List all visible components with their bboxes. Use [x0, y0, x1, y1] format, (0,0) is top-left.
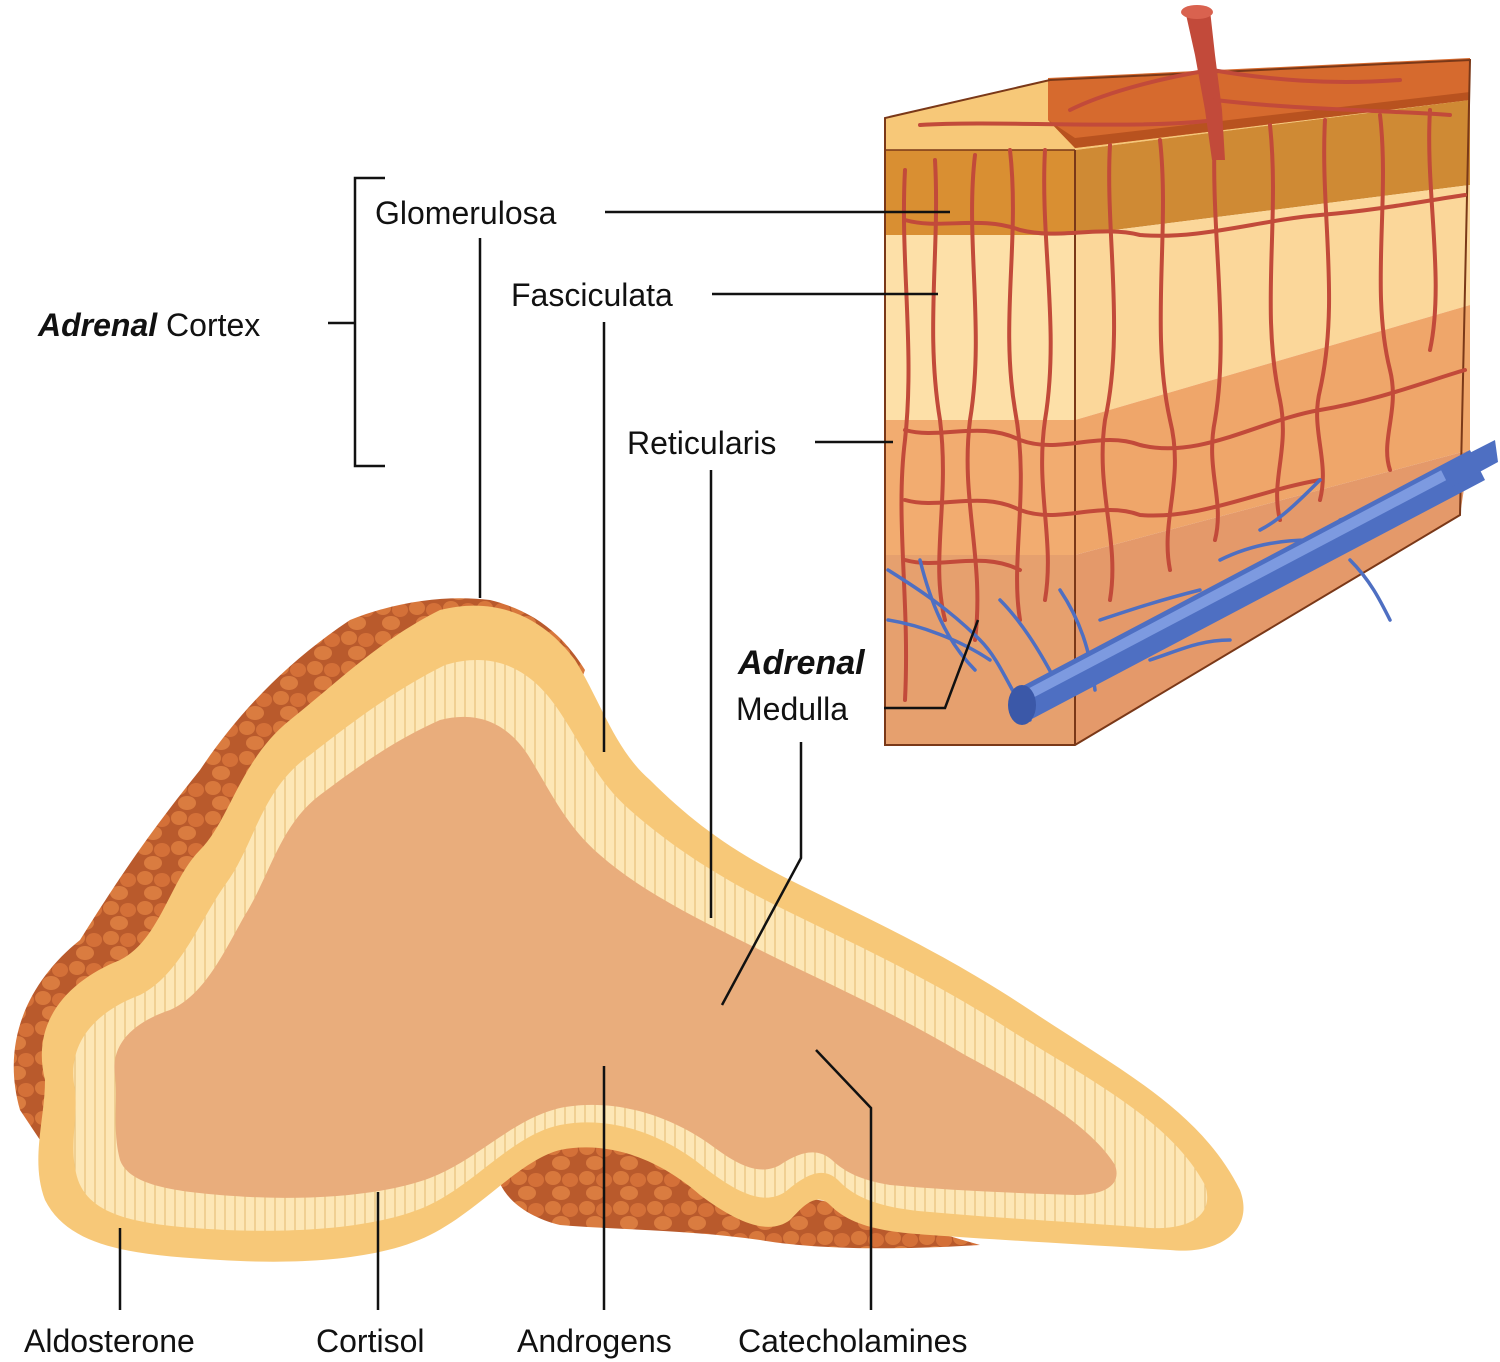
- block-zone-fasciculata: [885, 235, 1075, 420]
- gland-cross-section: [13, 598, 1244, 1262]
- reticularis-label: Reticularis: [627, 425, 777, 461]
- adrenal-cortex-label: Adrenal Cortex: [38, 309, 260, 341]
- gland-medulla: [114, 716, 1117, 1198]
- leader-catecholamines: [815, 1049, 873, 1310]
- catecholamines-label: Catecholamines: [738, 1323, 968, 1359]
- androgens-label: Androgens: [517, 1323, 672, 1359]
- glomerulosa-label: Glomerulosa: [375, 195, 557, 231]
- cortex-bracket: [328, 176, 385, 468]
- artery-network: [899, 68, 1467, 702]
- fasciculata-label: Fasciculata: [511, 277, 673, 313]
- adrenal-medulla-prefix-text: Adrenal: [738, 644, 865, 682]
- leader-lines: [118, 210, 980, 1310]
- aldosterone-label: Aldosterone: [24, 1323, 195, 1359]
- adrenal-medulla-prefix: Adrenal: [738, 646, 865, 680]
- cortisol-label: Cortisol: [316, 1323, 425, 1359]
- artery-trunk: [1185, 10, 1225, 160]
- tissue-block: [884, 5, 1498, 746]
- leader-medulla-block: [884, 619, 980, 710]
- main-vein: [1008, 440, 1498, 725]
- adrenal-cortex-prefix: Adrenal: [38, 307, 158, 343]
- adrenal-cortex-suffix: Cortex: [166, 307, 261, 343]
- adrenal-medulla-suffix: Medulla: [736, 691, 849, 727]
- leader-medulla-gland: [720, 742, 803, 1006]
